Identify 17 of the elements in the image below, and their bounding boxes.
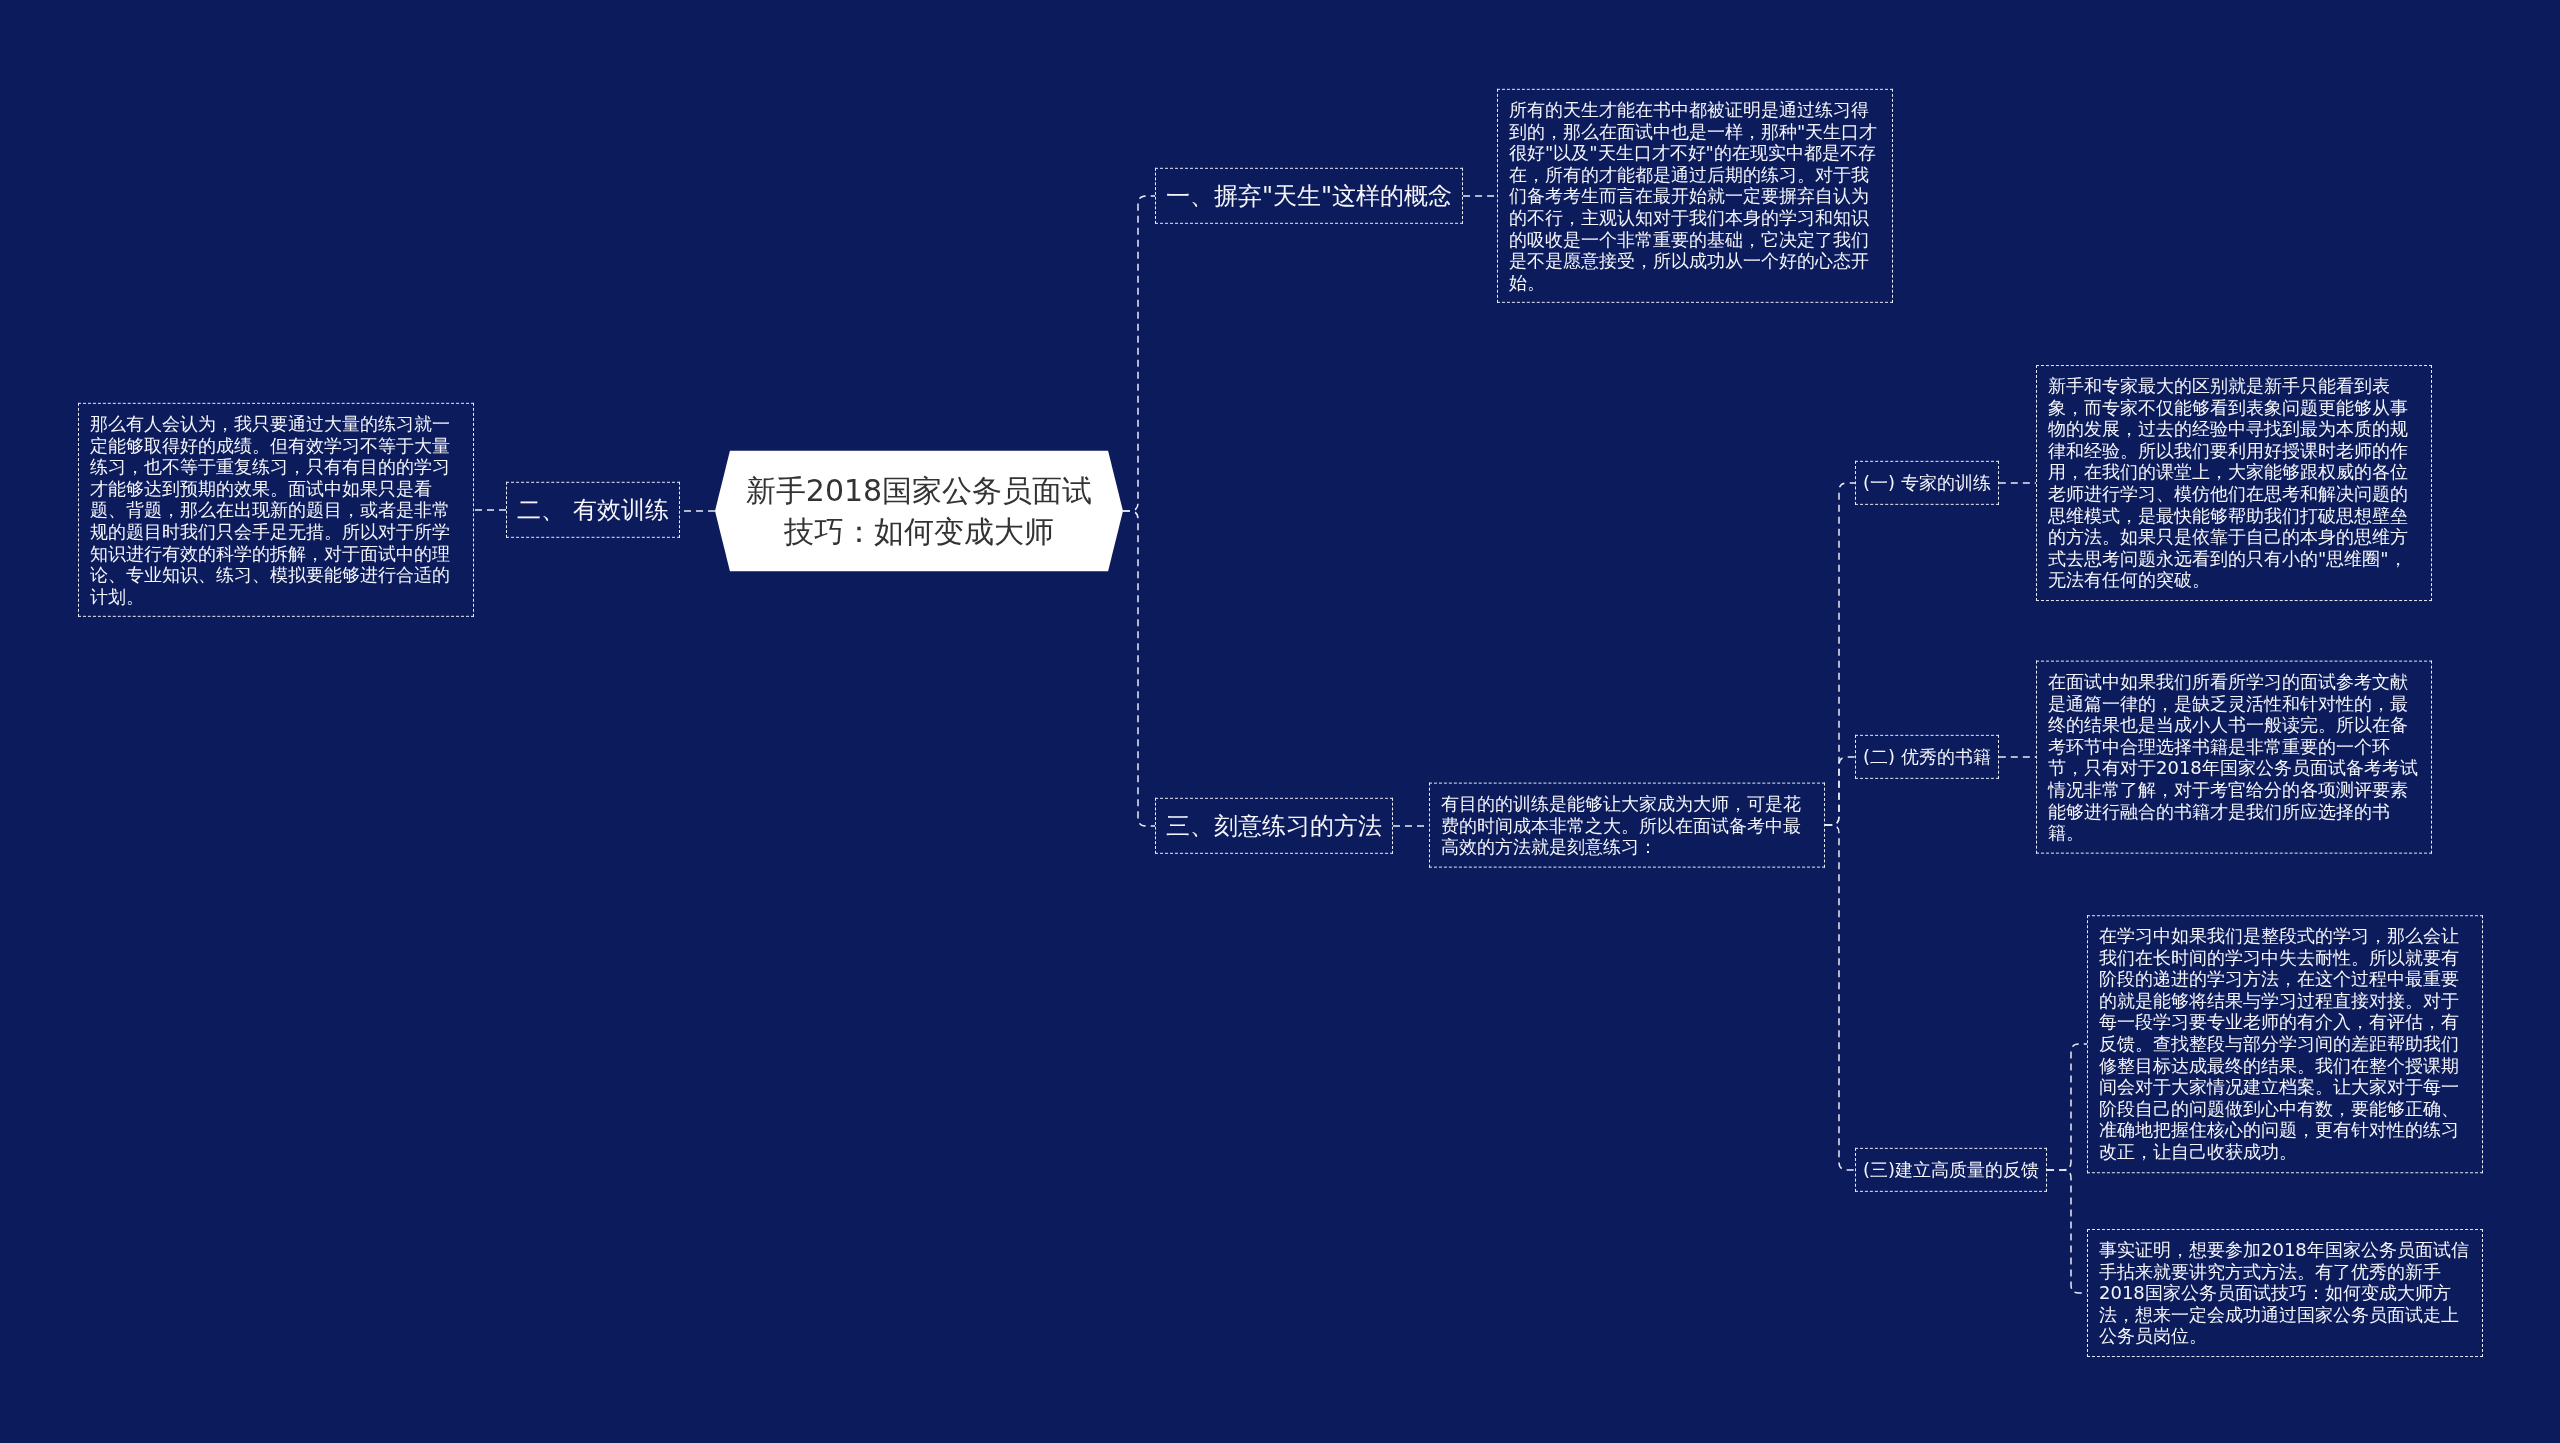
- note-card: 在面试中如果我们所看所学习的面试参考文献是通篇一律的，是缺乏灵活性和针对性的，最终的结果也是当成小人书一般读完。所以在备考环节中合理选择书籍是非常重要的一个环节，只有对于2018年国家公务员面试备考考试情况非常了解，对于考官给分的各项测评要素能够进行融合的书籍才是我们所应选择的书籍。: [2036, 660, 2432, 854]
- connector-line: [1998, 756, 2037, 758]
- subtopic: (三)建立高质量的反馈: [1855, 1147, 2048, 1193]
- note-card: 在学习中如果我们是整段式的学习，那么会让我们在长时间的学习中失去耐性。所以就要有阶段的递进的学习方法，在这个过程中最重要的就是能够将结果与学习过程直接对接。对于每一段学习要专业老师的有介入，有评估，有反馈。查找整段与部分学习间的差距帮助我们修整目标达成最终的结果。我们在整个授课期间会对于大家情况建立档案。让大家对于每一阶段自己的问题做到心中有数，要能够正确、准确地把握住核心的问题，更有针对性的练习改正，让自己收获成功。: [2087, 915, 2483, 1173]
- connector-line: [473, 509, 507, 511]
- note-card: 所有的天生才能在书中都被证明是通过练习得到的，那么在面试中也是一样，那种"天生口才很好"以及"天生口才不好"的在现实中都是不存在，所有的才能都是通过后期的练习。对于我们备考考生而言在最开始就一定要摒弃自认为的不行，主观认知对于我们本身的学习和知识的吸收是一个非常重要的基础，它决定了我们是不是愿意接受，所以成功从一个好的心态开始。: [1497, 88, 1893, 304]
- subtopic: (二) 优秀的书籍: [1855, 734, 1999, 780]
- branch-topic: 三、刻意练习的方法: [1155, 797, 1393, 855]
- note-card: 新手和专家最大的区别就是新手只能看到表象，而专家不仅能够看到表象问题更能够从事物的发展，过去的经验中寻找到最为本质的规律和经验。所以我们要利用好授课时老师的作用，在我们的课堂上，大家能够跟权威的各位老师进行学习、模仿他们在思考和解决问题的思维模式，是最快能够帮助我们打破思想壁垒的方法。如果只是依靠于自己的本身的思维方式去思考问题永远看到的只有小的"思维圈"，无法有任何的突破。: [2036, 365, 2432, 601]
- branch-topic: 二、 有效训练: [506, 481, 680, 539]
- note-card: 那么有人会认为，我只要通过大量的练习就一定能够取得好的成绩。但有效学习不等于大量练习，也不等于重复练习，只有有目的的学习才能够达到预期的效果。面试中如果只是看题、背题，那么在出现新的题目，或者是非常规的题目时我们只会手足无措。所以对于所学知识进行有效的科学的拆解，对于面试中的理论、专业知识、练习、模拟要能够进行合适的计划。: [78, 402, 474, 618]
- note-card: 事实证明，想要参加2018年国家公务员面试信手拈来就要讲究方式方法。有了优秀的新手2018国家公务员面试技巧：如何变成大师方法，想来一定会成功通过国家公务员面试走上公务员岗位。: [2087, 1229, 2483, 1357]
- note-card: 有目的的训练是能够让大家成为大师，可是花费的时间成本非常之大。所以在面试备考中最高效的方法就是刻意练习：: [1429, 782, 1825, 868]
- subtopic: (一) 专家的训练: [1855, 460, 1999, 506]
- central-topic: 新手2018国家公务员面试技巧：如何变成大师: [715, 450, 1123, 572]
- branch-topic: 一、摒弃"天生"这样的概念: [1155, 167, 1464, 225]
- connector-line: [1998, 482, 2037, 484]
